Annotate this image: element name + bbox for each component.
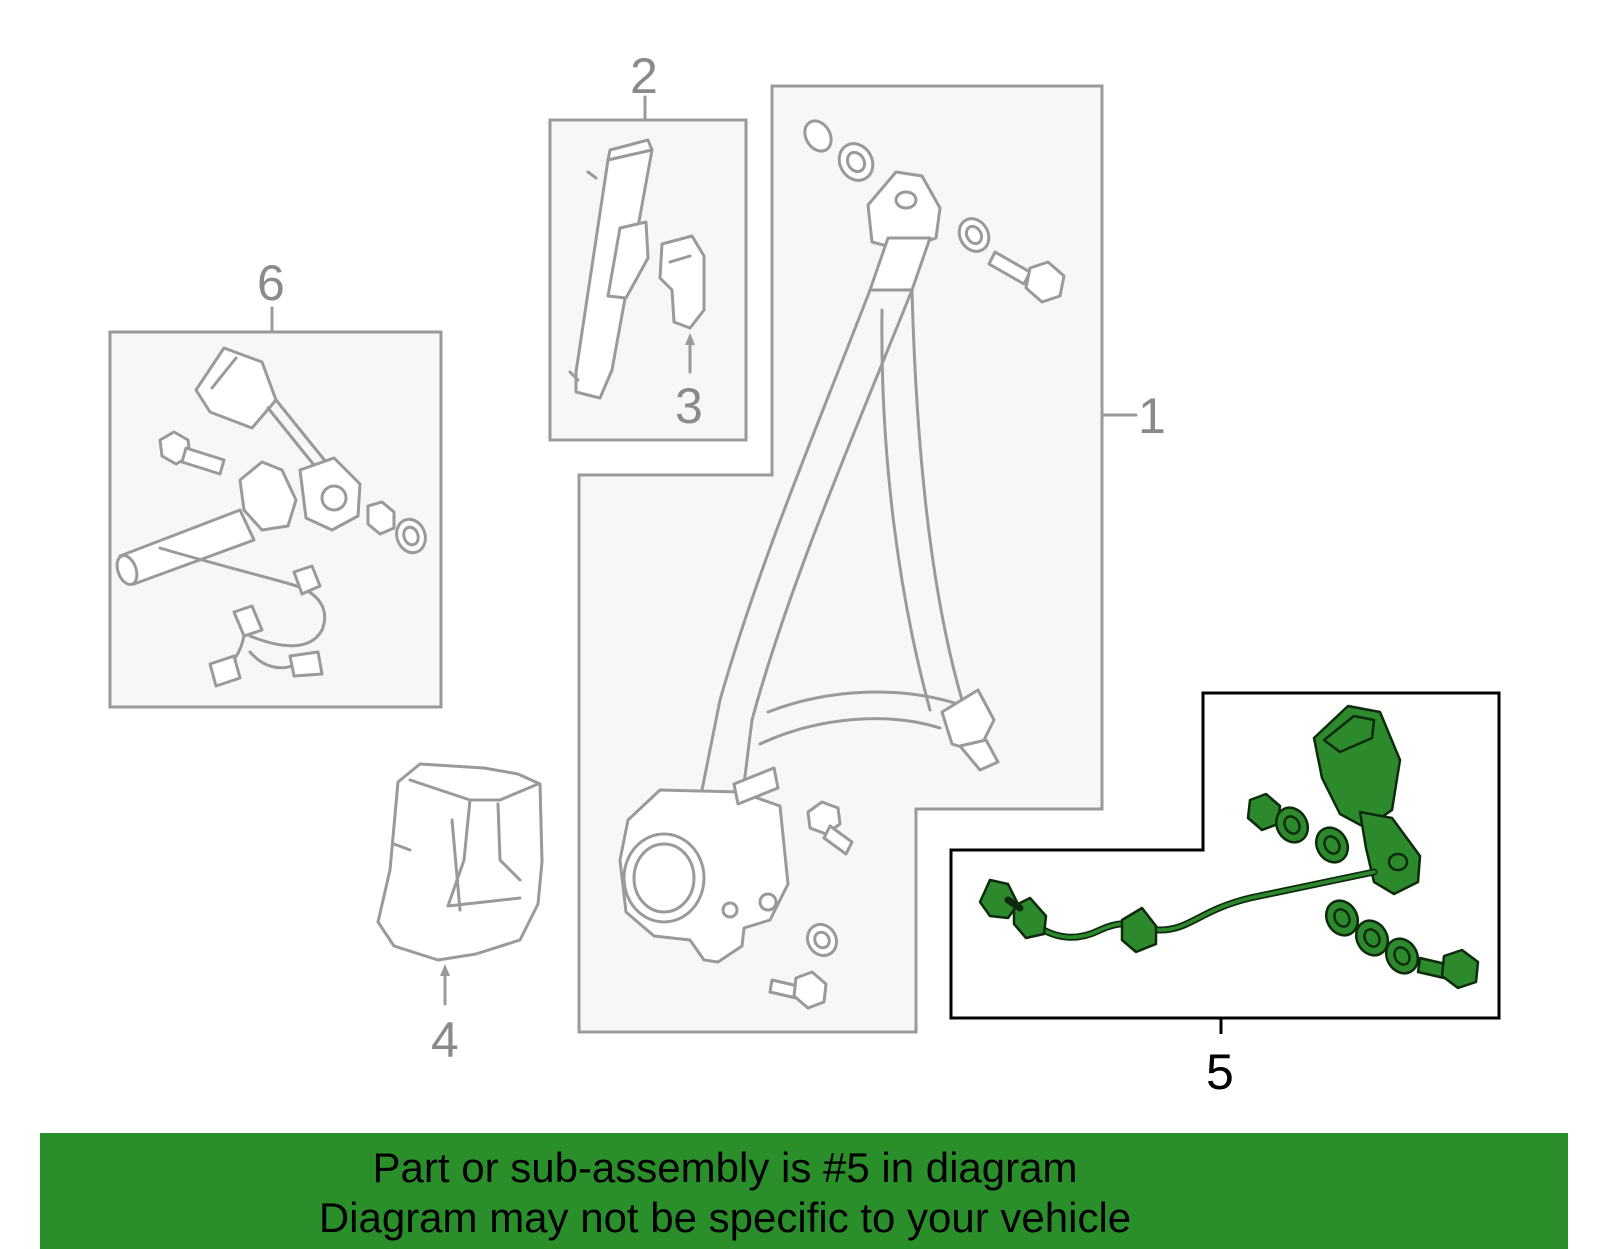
banner-line-2: Diagram may not be specific to your vehi… <box>318 1194 1132 1241</box>
arrow-icon <box>685 333 695 345</box>
callout-4: 4 <box>431 1012 459 1068</box>
washer-icon <box>837 142 875 182</box>
parts-diagram: 1 <box>108 48 1501 1100</box>
retractor-icon[interactable] <box>618 766 790 964</box>
part-2-group[interactable]: 2 3 <box>548 48 748 442</box>
bolt-icon <box>1416 948 1480 990</box>
callout-3: 3 <box>675 378 703 434</box>
upper-anchor-icon <box>866 170 942 252</box>
callout-1: 1 <box>1138 388 1166 444</box>
callout-5: 5 <box>1206 1044 1234 1100</box>
part-5-group[interactable]: 5 <box>949 691 1501 1100</box>
wire-harness <box>978 868 1378 954</box>
cover-icon <box>376 762 544 962</box>
bolt-icon <box>806 800 854 856</box>
washer-icon <box>395 517 427 555</box>
bolt-icon <box>987 250 1066 304</box>
info-banner: Part or sub-assembly is #5 in diagram Di… <box>40 1133 1568 1249</box>
bolt-icon <box>158 430 226 476</box>
nut-icon <box>366 500 396 536</box>
pretensioner-tube-icon <box>115 508 327 688</box>
height-adjuster-icon <box>568 138 654 400</box>
bolt-icon <box>768 970 828 1010</box>
washer-icon <box>803 119 833 153</box>
washer-icon <box>957 217 991 253</box>
part-1-group[interactable]: 1 <box>577 84 1166 1034</box>
callout-6: 6 <box>257 255 285 311</box>
callout-2: 2 <box>630 48 658 104</box>
arrow-icon <box>440 964 450 976</box>
part-6-group[interactable]: 6 <box>108 255 443 709</box>
washer-icon <box>805 922 839 958</box>
anchor-bracket-icon <box>238 456 362 532</box>
belt-webbing <box>698 236 1000 802</box>
buckle-icon <box>194 346 328 472</box>
adjuster-button-icon <box>658 234 706 330</box>
banner-line-1: Part or sub-assembly is #5 in diagram <box>372 1144 1078 1191</box>
part-4-group[interactable]: 4 <box>376 762 544 1068</box>
